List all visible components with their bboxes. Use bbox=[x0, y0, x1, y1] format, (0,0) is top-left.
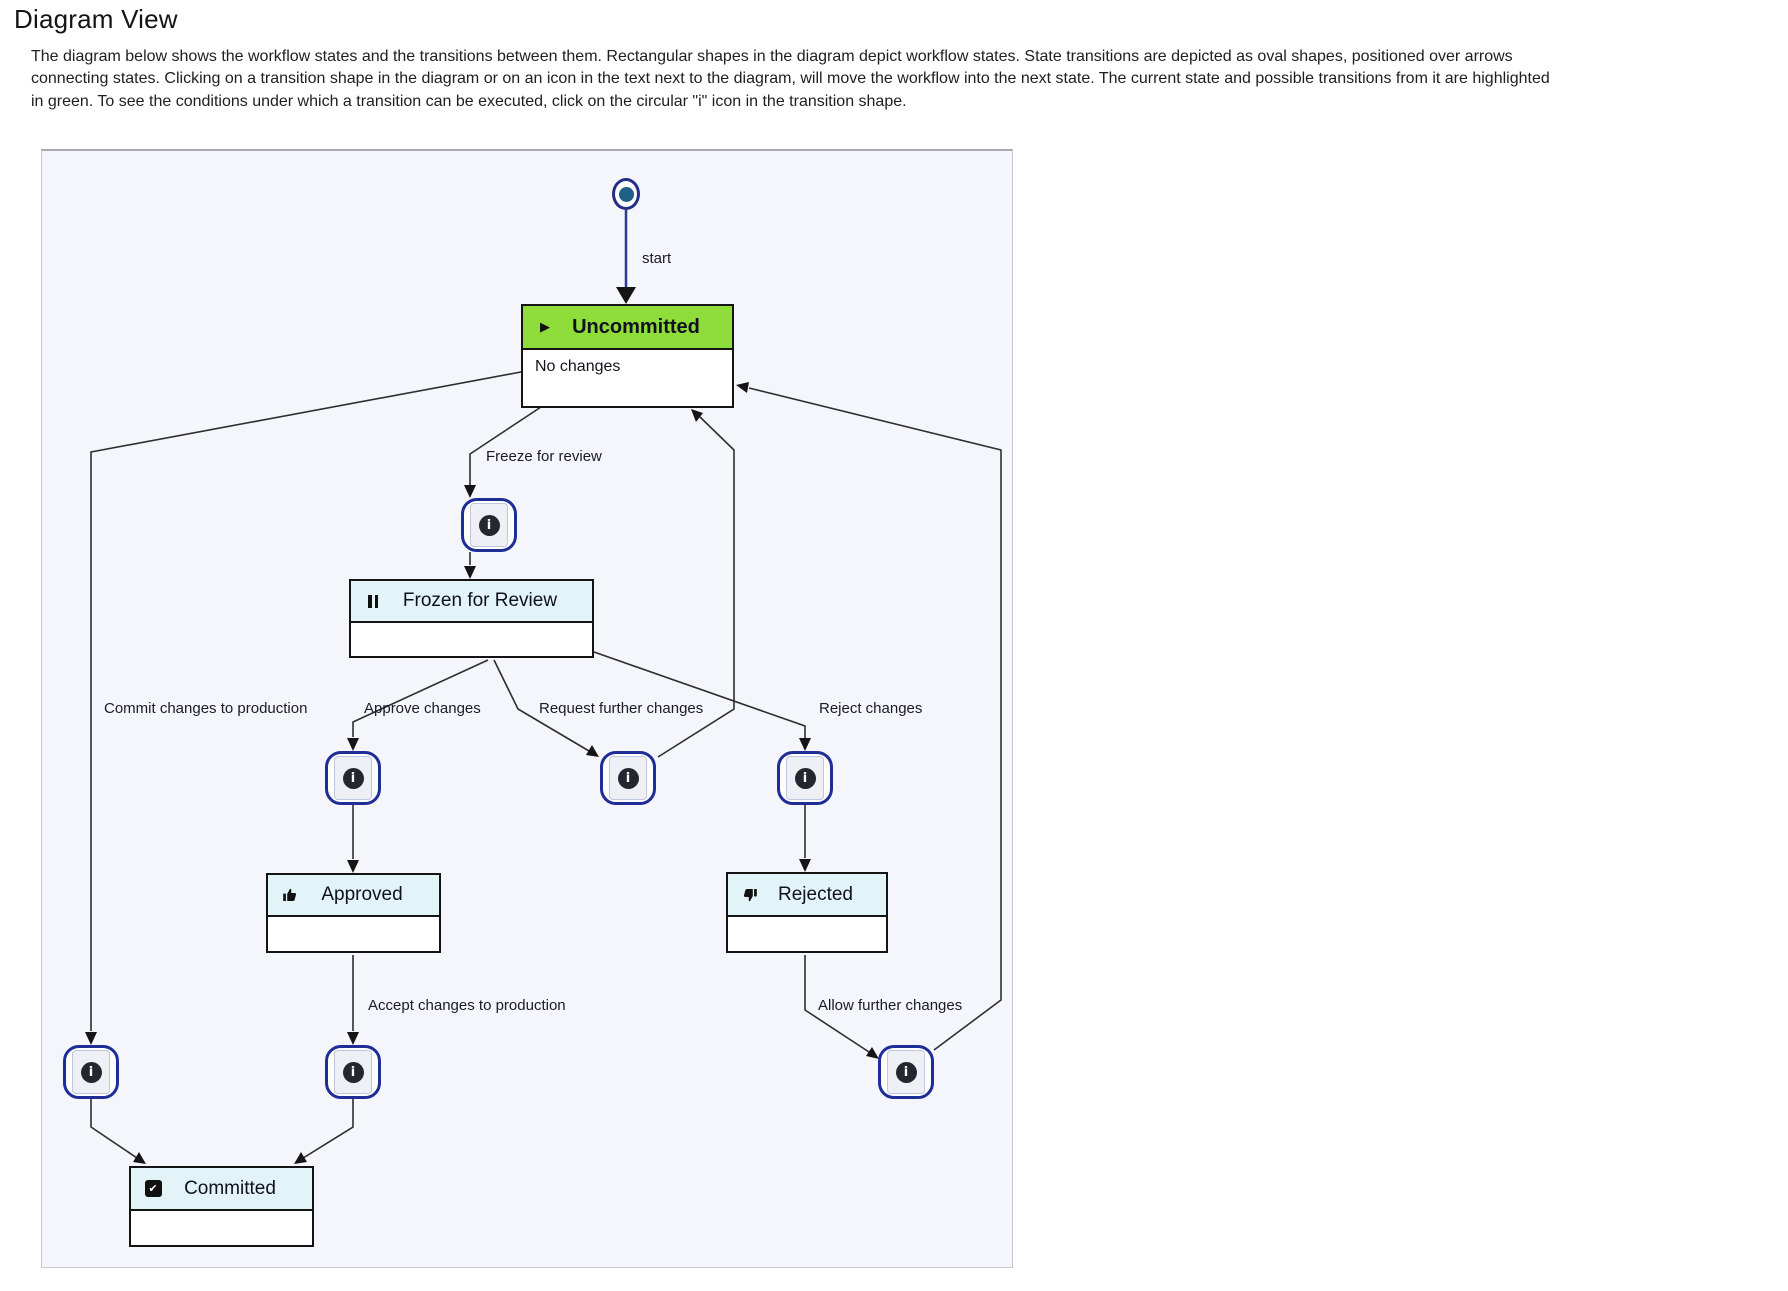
transition-inner: i bbox=[334, 1050, 372, 1094]
transition-shape-freeze[interactable]: i bbox=[461, 498, 517, 552]
info-icon[interactable]: i bbox=[617, 767, 639, 789]
transition-inner: i bbox=[609, 756, 647, 800]
edge-label-reject: Reject changes bbox=[819, 700, 923, 717]
state-approved-header: Approved bbox=[268, 875, 439, 917]
state-uncommitted: ▶ Uncommitted No changes bbox=[521, 304, 734, 408]
info-i-glyph: i bbox=[350, 1064, 356, 1080]
start-dot bbox=[618, 186, 634, 202]
transition-inner: i bbox=[470, 503, 508, 547]
state-rejected-header: Rejected bbox=[728, 874, 886, 917]
edge-label-allow: Allow further changes bbox=[818, 997, 963, 1014]
info-i-glyph: i bbox=[903, 1064, 909, 1080]
diagram-panel: start Freeze for review Commit changes t… bbox=[41, 149, 1013, 1268]
info-icon[interactable]: i bbox=[794, 767, 816, 789]
pause-icon bbox=[364, 594, 382, 608]
transition-inner: i bbox=[887, 1050, 925, 1094]
info-i-glyph: i bbox=[625, 770, 631, 786]
description-text: The diagram below shows the workflow sta… bbox=[31, 48, 1550, 110]
state-frozen-body bbox=[351, 623, 592, 656]
thumbs-up-icon bbox=[281, 887, 299, 903]
checkbox-icon: ✔ bbox=[144, 1180, 162, 1197]
info-i-glyph: i bbox=[350, 770, 356, 786]
transition-shape-reject[interactable]: i bbox=[777, 751, 833, 805]
edge-reject bbox=[593, 651, 811, 872]
state-approved: Approved bbox=[266, 873, 441, 953]
edge-label-accept: Accept changes to production bbox=[368, 997, 566, 1014]
state-approved-body bbox=[268, 917, 439, 951]
state-rejected-body bbox=[728, 917, 886, 951]
edge-label-request: Request further changes bbox=[539, 700, 704, 717]
edge-label-freeze: Freeze for review bbox=[486, 448, 602, 465]
edge-request bbox=[493, 409, 735, 758]
diagram-edges bbox=[85, 210, 1002, 1164]
edge-commit bbox=[85, 371, 522, 1164]
info-icon[interactable]: i bbox=[895, 1061, 917, 1083]
edge-approve bbox=[347, 659, 489, 873]
transition-shape-allow[interactable]: i bbox=[878, 1045, 934, 1099]
state-committed-label: Committed bbox=[184, 1177, 276, 1199]
play-icon: ▶ bbox=[540, 319, 550, 335]
transition-inner: i bbox=[72, 1050, 110, 1094]
edge-accept bbox=[294, 955, 359, 1164]
state-frozen: Frozen for Review bbox=[349, 579, 594, 658]
state-committed-header: ✔ Committed bbox=[131, 1168, 312, 1211]
state-frozen-label: Frozen for Review bbox=[402, 590, 558, 611]
info-i-glyph: i bbox=[88, 1064, 94, 1080]
info-i-glyph: i bbox=[802, 770, 808, 786]
info-icon[interactable]: i bbox=[342, 767, 364, 789]
state-uncommitted-body: No changes bbox=[523, 350, 732, 406]
page-title: Diagram View bbox=[14, 4, 178, 34]
state-uncommitted-header: ▶ Uncommitted bbox=[523, 306, 732, 350]
edge-allow bbox=[736, 382, 1002, 1059]
info-i-glyph: i bbox=[486, 517, 492, 533]
start-node bbox=[612, 178, 640, 210]
edge-label-commit: Commit changes to production bbox=[104, 700, 308, 717]
transition-shape-approve[interactable]: i bbox=[325, 751, 381, 805]
transition-inner: i bbox=[786, 756, 824, 800]
state-rejected-label: Rejected bbox=[778, 883, 853, 905]
edge-label-approve: Approve changes bbox=[364, 700, 481, 717]
info-icon[interactable]: i bbox=[80, 1061, 102, 1083]
transition-shape-accept[interactable]: i bbox=[325, 1045, 381, 1099]
state-approved-label: Approved bbox=[321, 884, 403, 905]
edge-label-start: start bbox=[642, 250, 672, 267]
info-icon[interactable]: i bbox=[478, 514, 500, 536]
edge-start bbox=[616, 210, 636, 304]
info-icon[interactable]: i bbox=[342, 1061, 364, 1083]
state-uncommitted-label: Uncommitted bbox=[572, 315, 700, 338]
state-frozen-header: Frozen for Review bbox=[351, 581, 592, 623]
transition-shape-commit[interactable]: i bbox=[63, 1045, 119, 1099]
state-committed-body bbox=[131, 1211, 312, 1245]
thumbs-down-icon bbox=[741, 887, 759, 903]
edge-freeze bbox=[464, 406, 542, 579]
transition-inner: i bbox=[334, 756, 372, 800]
transition-shape-request[interactable]: i bbox=[600, 751, 656, 805]
state-rejected: Rejected bbox=[726, 872, 888, 953]
state-committed: ✔ Committed bbox=[129, 1166, 314, 1247]
